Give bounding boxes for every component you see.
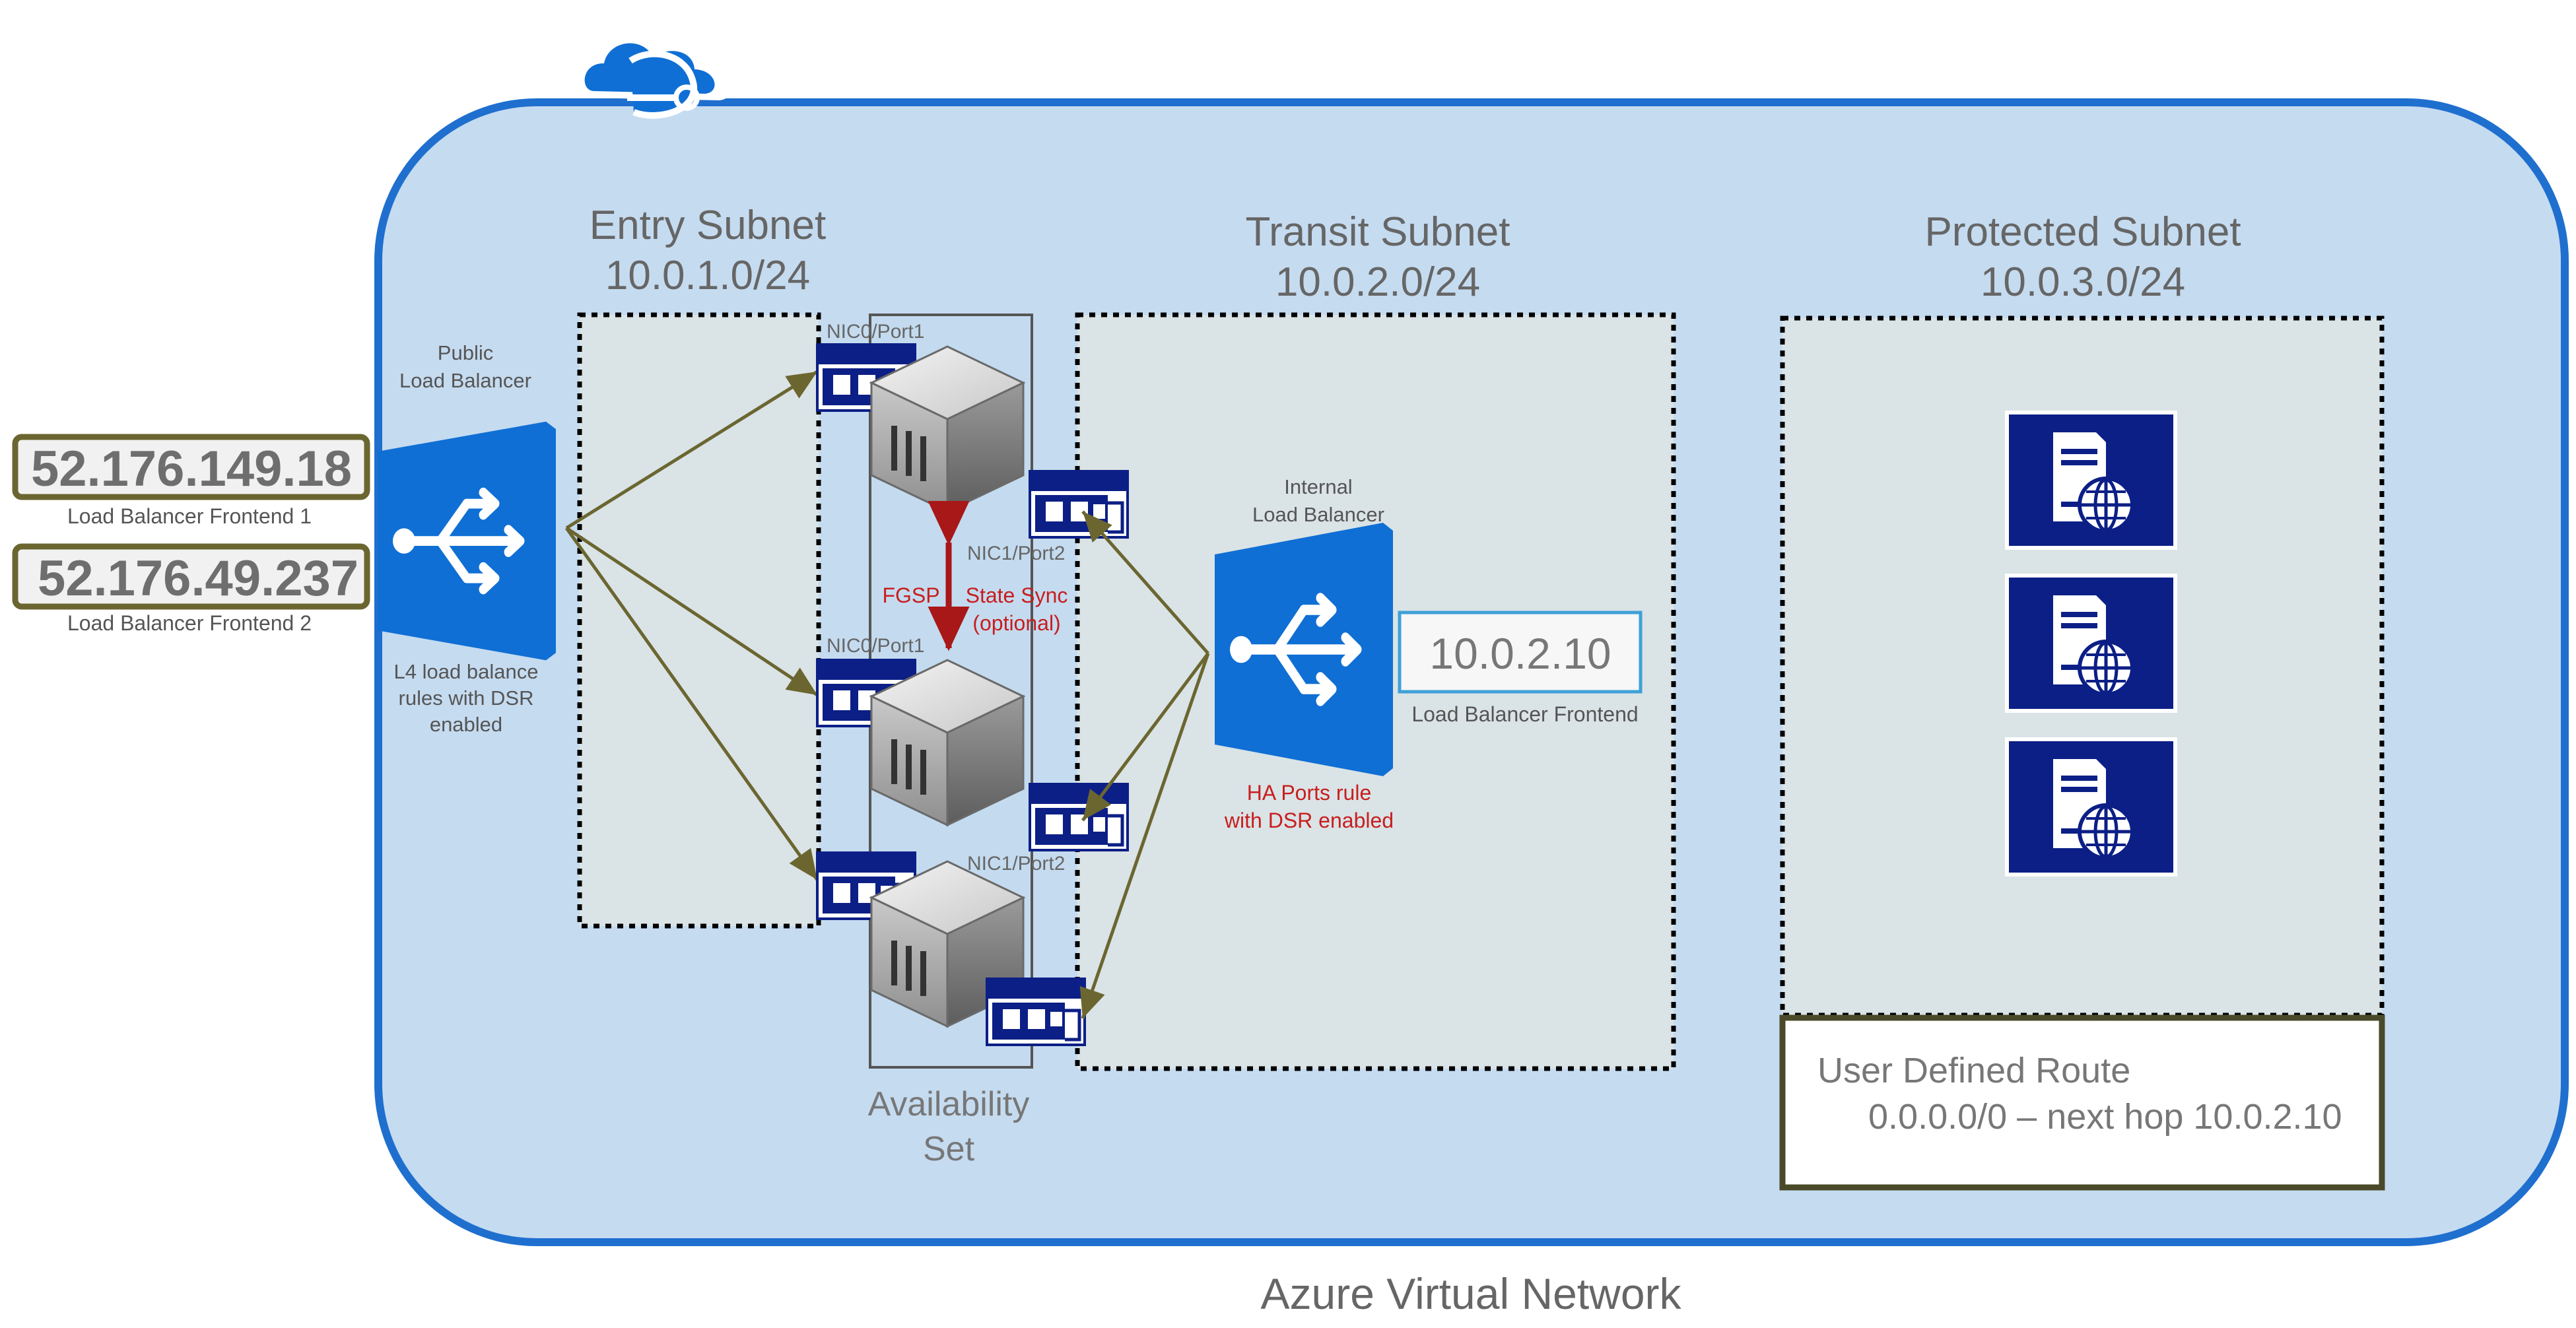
state-sync-label-1: State Sync: [966, 583, 1068, 607]
ha-ports-rule-1: HA Ports rule: [1247, 781, 1372, 805]
public-lb-label-2: Load Balancer: [399, 369, 531, 392]
protected-subnet-cidr: 10.0.3.0/24: [1981, 259, 2185, 305]
transit-subnet-cidr: 10.0.2.0/24: [1275, 259, 1480, 305]
frontend-2: 52.176.49.237 Load Balancer Frontend 2: [12, 543, 370, 635]
frontend-2-box: [12, 543, 370, 610]
ha-ports-rule-2: with DSR enabled: [1224, 809, 1394, 832]
public-lb-rules-3: enabled: [430, 713, 502, 736]
public-lb-rules-2: rules with DSR: [399, 686, 534, 710]
azure-cloud-icon: [573, 36, 733, 119]
frontend-2-caption: Load Balancer Frontend 2: [67, 611, 312, 635]
frontend-1-caption: Load Balancer Frontend 1: [67, 504, 312, 528]
protected-subnet-name: Protected Subnet: [1924, 209, 2241, 255]
public-load-balancer-icon: [378, 422, 556, 661]
nic1-mid-label: NIC1/Port2: [967, 853, 1065, 875]
entry-subnet-box: [577, 312, 821, 929]
nic1-mid-icon: [1030, 784, 1128, 850]
vnet-title: Azure Virtual Network: [1260, 1269, 1681, 1318]
udr-title: User Defined Route: [1817, 1051, 2130, 1090]
frontend-1-ip: 52.176.149.18: [31, 441, 352, 497]
internal-lb-frontend-ip: 10.0.2.10: [1429, 629, 1611, 678]
frontend-2-ip: 52.176.49.237: [38, 550, 358, 607]
frontend-1-box: [12, 434, 370, 500]
transit-subnet-name: Transit Subnet: [1246, 209, 1510, 255]
firewall-vm-2-icon: [870, 659, 1025, 826]
nic1-bottom-icon: [987, 979, 1085, 1045]
firewall-vm-1-icon: [870, 345, 1025, 513]
web-server-3-icon: [2007, 739, 2175, 875]
nic0-top-label: NIC0/Port1: [827, 321, 924, 343]
internal-lb-frontend-box: [1398, 611, 1643, 694]
public-lb-label-1: Public: [438, 341, 493, 364]
state-sync-label-2: (optional): [972, 611, 1060, 635]
web-server-1-icon: [2007, 413, 2175, 548]
udr-box: [1779, 1014, 2385, 1191]
availability-set-label-2: Set: [923, 1130, 975, 1168]
entry-subnet-cidr: 10.0.1.0/24: [605, 253, 810, 298]
internal-lb-arrows: [1079, 510, 1210, 1019]
availability-set-label-1: Availability: [868, 1085, 1030, 1123]
nic1-top-icon: [1030, 471, 1128, 537]
public-lb-fanout-arrows: [564, 370, 819, 881]
entry-subnet-name: Entry Subnet: [590, 203, 826, 248]
udr-route: 0.0.0.0/0 – next hop 10.0.2.10: [1868, 1097, 2342, 1137]
frontend-1: 52.176.149.18 Load Balancer Frontend 1: [12, 434, 370, 528]
web-server-2-icon: [2007, 576, 2175, 711]
public-lb-rules-1: L4 load balance: [394, 660, 539, 683]
nic0-mid-label: NIC0/Port1: [827, 635, 924, 657]
internal-lb-frontend-caption: Load Balancer Frontend: [1411, 702, 1638, 726]
internal-lb-label-1: Internal: [1284, 475, 1352, 498]
internal-load-balancer-icon: [1215, 523, 1393, 776]
nic1-top-label: NIC1/Port2: [967, 543, 1065, 564]
fgsp-label: FGSP: [882, 583, 939, 607]
internal-lb-label-2: Load Balancer: [1252, 503, 1384, 526]
